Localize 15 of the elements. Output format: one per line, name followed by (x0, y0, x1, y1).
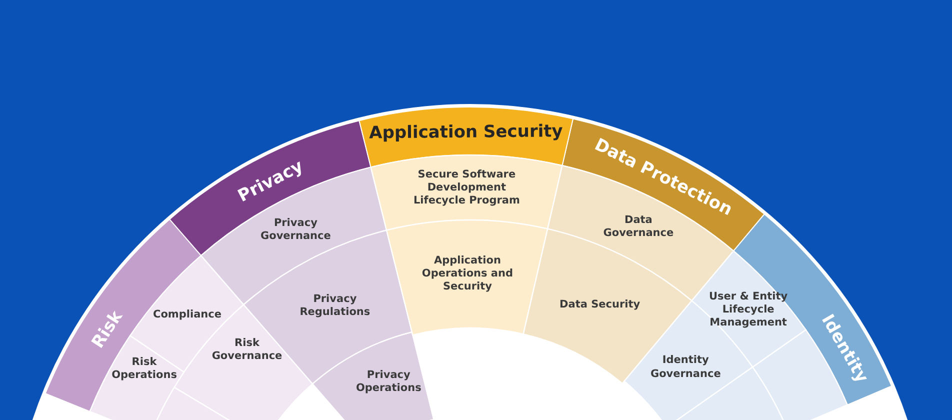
segment-label: Privacy Regulations (298, 292, 372, 319)
segment-label: User & Entity Lifecycle Management (708, 290, 789, 330)
segment-label: Application Operations and Security (420, 254, 514, 294)
segment-label: Data Governance (602, 214, 674, 240)
segment-label: Identity Governance (649, 354, 722, 380)
segment-label: Risk Governance (210, 336, 284, 363)
segment-label: Privacy Governance (260, 217, 332, 244)
segment-label: Compliance (152, 308, 222, 322)
segment-label: Data Security (558, 298, 642, 312)
segment-label: Secure Software Development Lifecycle Program (412, 168, 521, 208)
segment-wedge (312, 332, 434, 420)
segment-label: Risk Operations (110, 356, 178, 382)
category-title: Application Security (369, 122, 564, 144)
segment-label: Privacy Operations (354, 369, 422, 396)
segment-wedge (386, 219, 548, 336)
